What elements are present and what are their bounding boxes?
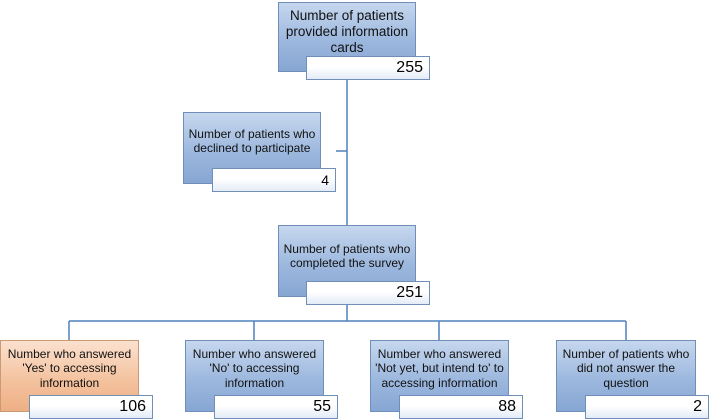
answered-yes-count: 106 (29, 395, 153, 419)
provided-cards-count: 255 (306, 56, 430, 80)
answered-yes-label: Number who answered 'Yes' to accessing i… (7, 347, 132, 390)
no-answer-count: 2 (585, 395, 709, 419)
completed-survey-label: Number of patients who completed the sur… (283, 242, 411, 271)
declined-count: 4 (212, 168, 336, 192)
no-answer-label: Number of patients who did not answer th… (562, 347, 690, 390)
answered-no-label: Number who answered 'No' to accessing in… (192, 347, 317, 390)
answered-not-yet-label: Number who answered 'Not yet, but intend… (375, 347, 504, 390)
provided-cards-label: Number of patients provided information … (285, 8, 409, 56)
answered-not-yet-count: 88 (399, 395, 523, 419)
answered-no-count: 55 (214, 395, 338, 419)
completed-survey-count: 251 (306, 281, 430, 305)
declined-label: Number of patients who declined to parti… (188, 127, 316, 156)
